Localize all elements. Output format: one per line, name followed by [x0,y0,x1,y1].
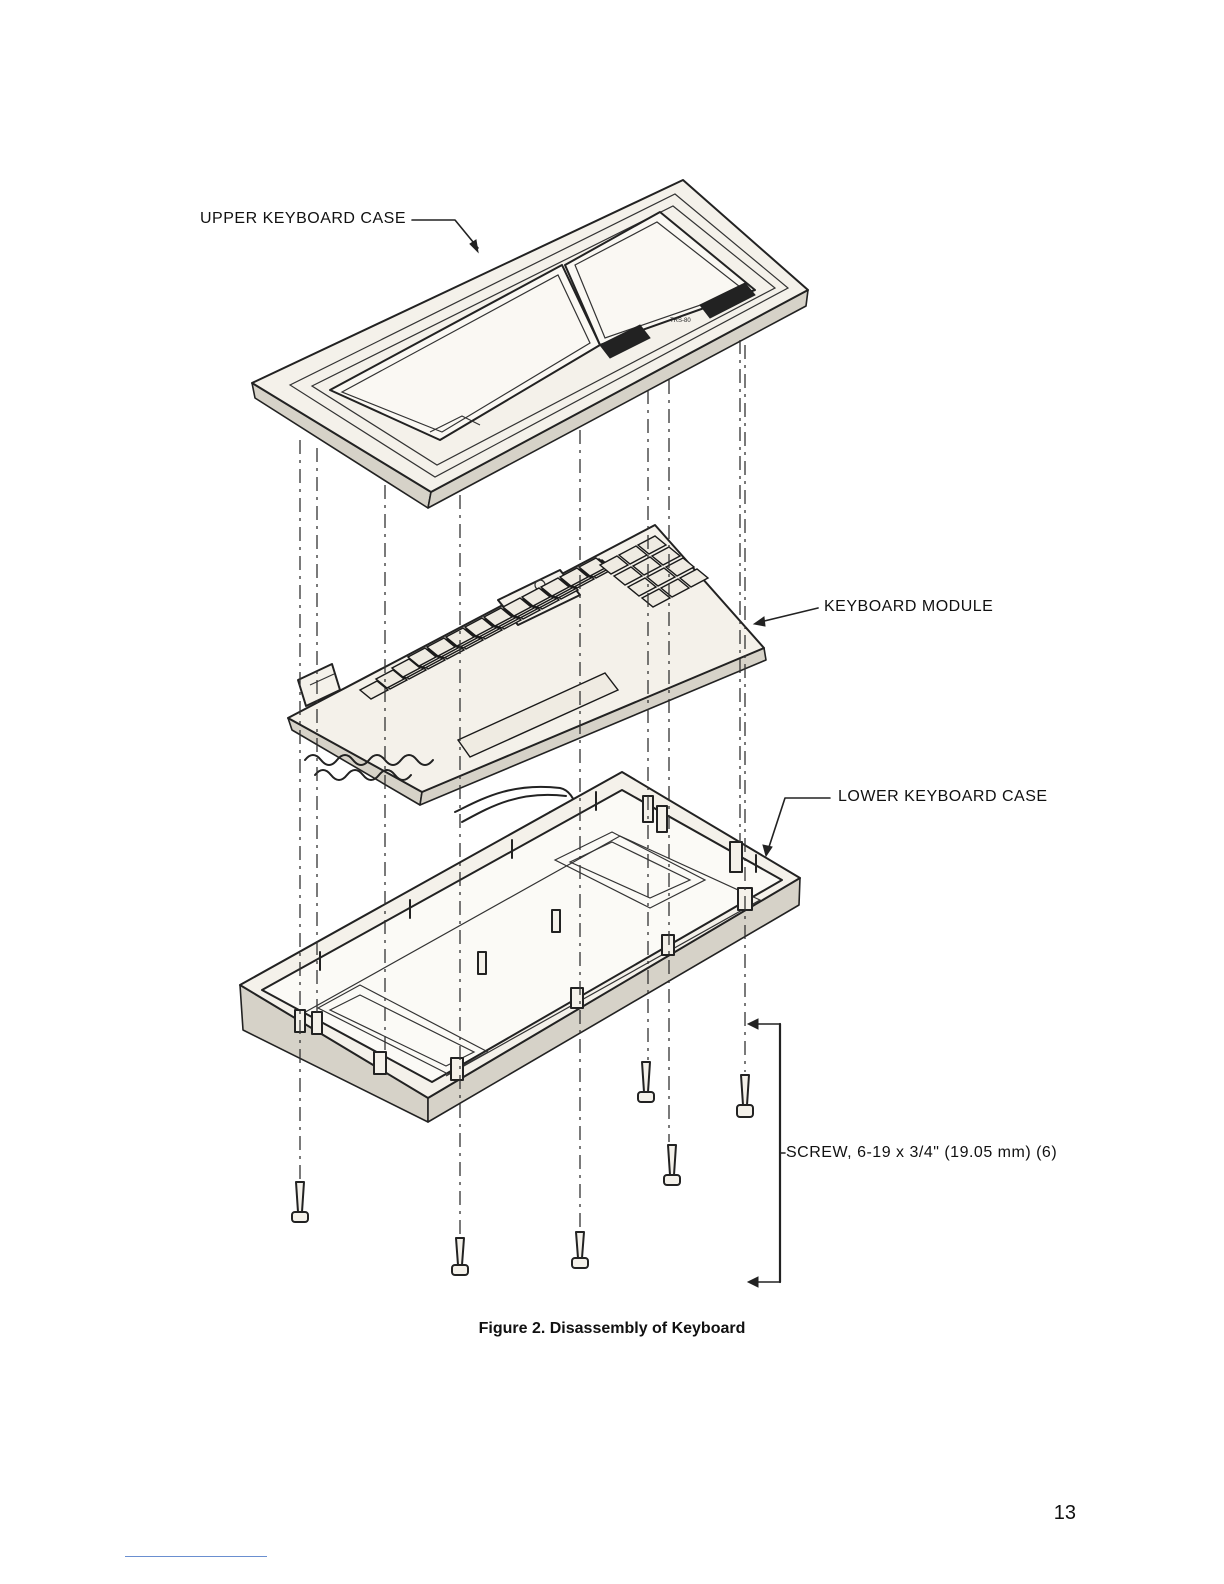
label-lower-keyboard-case: LOWER KEYBOARD CASE [838,789,1048,805]
keyboard-module [288,525,766,835]
label-screw: SCREW, 6-19 x 3/4" (19.05 mm) (6) [786,1145,1057,1161]
upper-keyboard-case: TRS-80 [252,180,808,508]
label-keyboard-module: KEYBOARD MODULE [824,599,993,615]
label-upper-keyboard-case: UPPER KEYBOARD CASE [200,211,406,227]
lower-keyboard-case [240,772,800,1122]
screw-3 [572,1232,588,1268]
screw-4 [638,1062,654,1102]
page-number: 13 [1054,1502,1076,1525]
screw-6 [737,1075,753,1117]
screws [292,1062,753,1275]
footer-rule [125,1556,267,1557]
screw-2 [452,1238,468,1275]
screw-1 [292,1182,308,1222]
screw-5 [664,1145,680,1185]
figure-caption: Figure 2. Disassembly of Keyboard [0,1320,1224,1338]
svg-text:TRS-80: TRS-80 [670,318,691,324]
